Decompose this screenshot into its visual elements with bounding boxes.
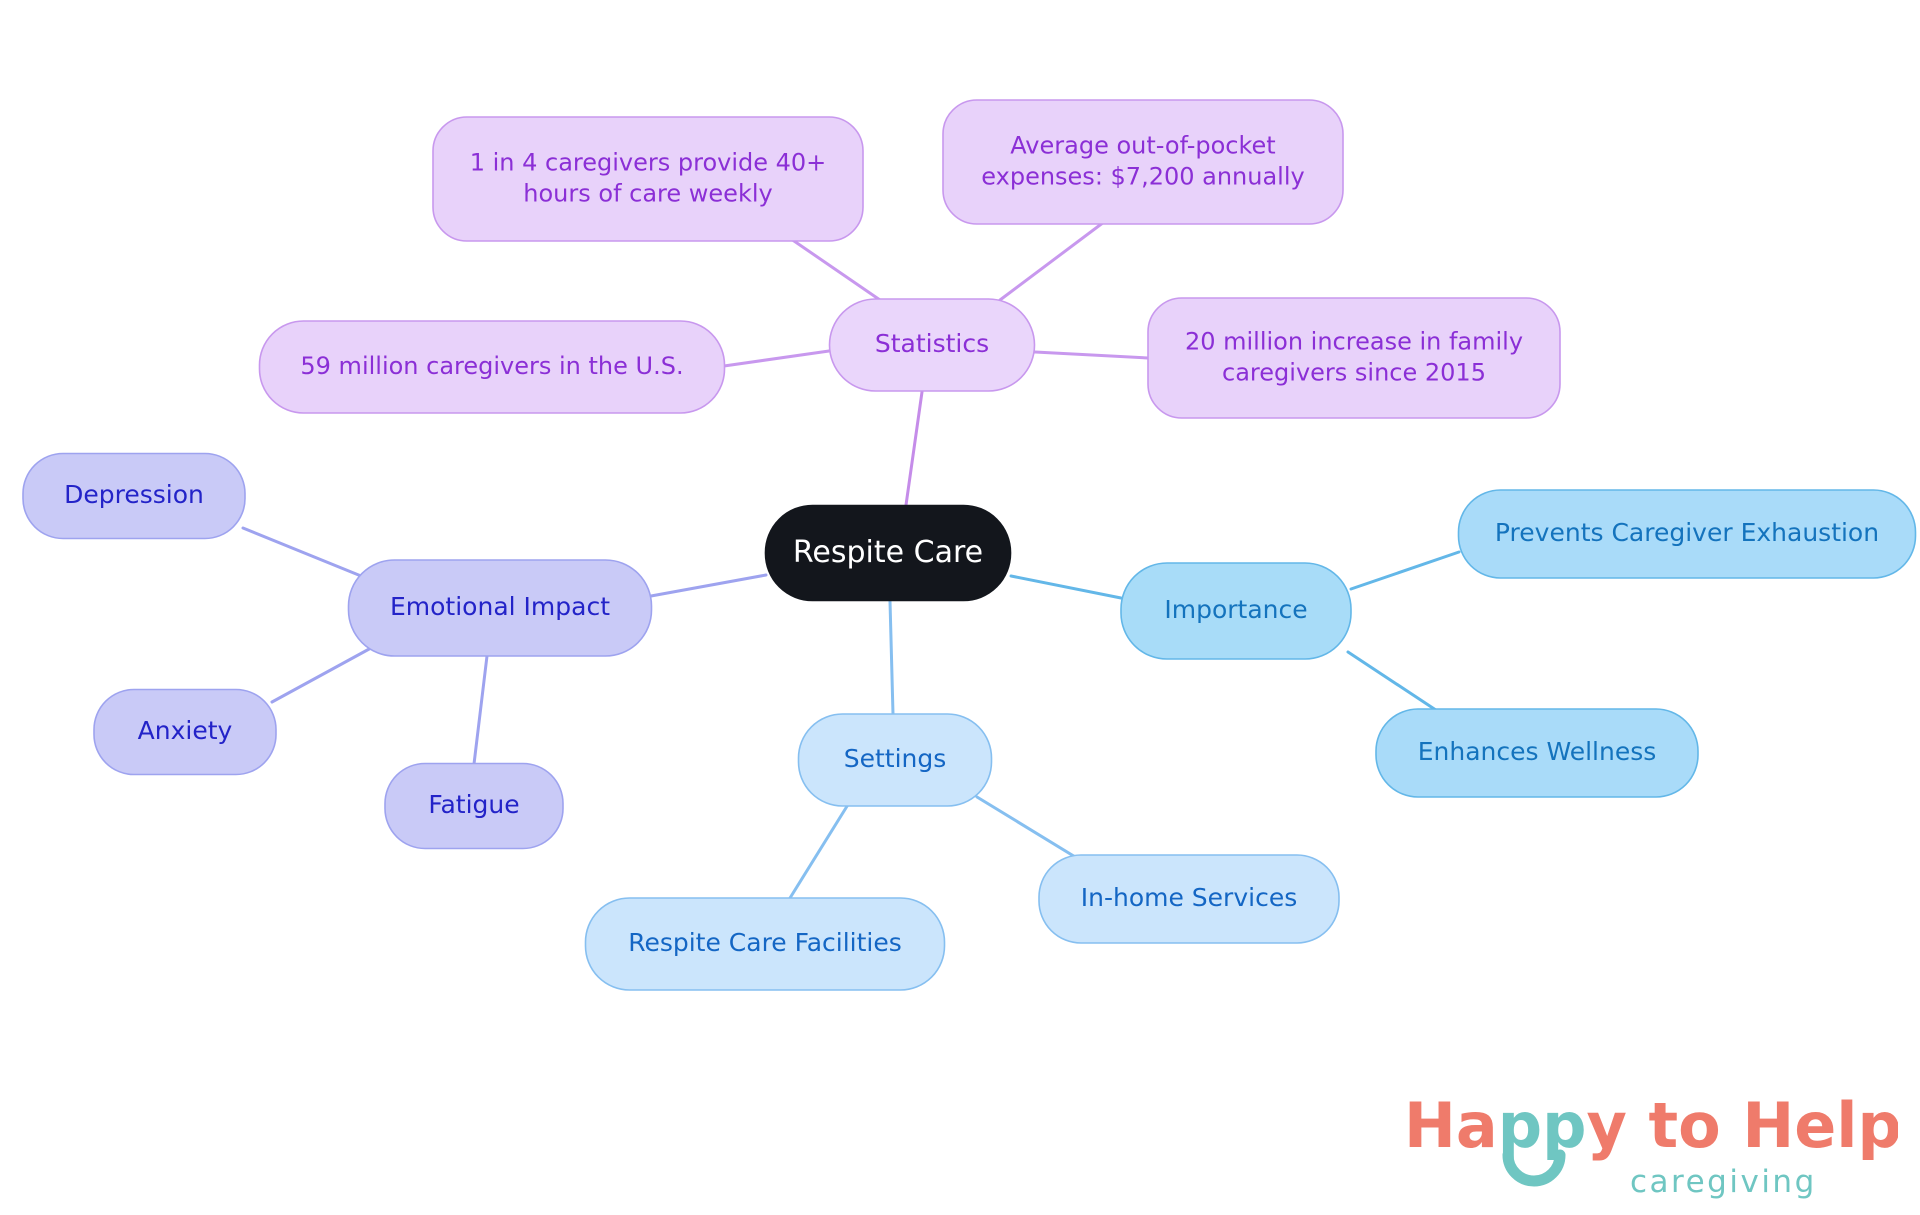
node-shape-enhances-wellness[interactable] — [1375, 708, 1699, 798]
node-shape-stat-59m[interactable] — [258, 320, 726, 414]
node-label-root: Respite Care — [793, 535, 983, 570]
node-stat-hours[interactable]: 1 in 4 caregivers provide 40+hours of ca… — [432, 116, 864, 242]
node-fatigue[interactable]: Fatigue — [384, 762, 564, 850]
node-label-stat-59m: 59 million caregivers in the U.S. — [300, 352, 683, 380]
node-shape-stat-hours[interactable] — [432, 116, 864, 242]
smile-arc-icon — [1502, 1149, 1566, 1187]
node-label-importance: Importance — [1164, 595, 1307, 624]
e-importance-prevents — [1349, 550, 1461, 591]
logo-tagline: caregiving — [1630, 1164, 1817, 1200]
node-shape-settings[interactable] — [797, 713, 993, 807]
node-shape-in-home[interactable] — [1038, 854, 1340, 944]
node-label-enhances-wellness: Enhances Wellness — [1418, 737, 1657, 766]
node-label-anxiety: Anxiety — [138, 716, 233, 745]
e-emotional-fatigue — [472, 654, 489, 766]
e-settings-facilities — [788, 801, 851, 900]
node-shape-prevents-exhaustion[interactable] — [1457, 489, 1917, 579]
node-label-emotional: Emotional Impact — [390, 592, 610, 621]
e-root-settings — [888, 599, 895, 716]
node-in-home[interactable]: In-home Services — [1038, 854, 1340, 944]
nodes-layer: Respite Care Statistics 1 in 4 caregivers … — [22, 99, 1917, 991]
node-anxiety[interactable]: Anxiety — [93, 688, 277, 776]
node-stat-59m[interactable]: 59 million caregivers in the U.S. — [258, 320, 726, 414]
e-statistics-expenses — [998, 220, 1106, 302]
node-shape-depression[interactable] — [22, 452, 246, 540]
edges-layer — [241, 220, 1461, 900]
node-label-stat-hours: 1 in 4 caregivers provide 40+hours of ca… — [470, 149, 827, 208]
e-settings-inhome — [975, 795, 1092, 868]
e-emotional-depression — [241, 526, 368, 580]
e-root-statistics — [904, 390, 924, 507]
node-importance[interactable]: Importance — [1120, 562, 1352, 660]
node-shape-facilities[interactable] — [584, 897, 946, 991]
node-shape-importance[interactable] — [1120, 562, 1352, 660]
logo-text-ha: Ha — [1404, 1089, 1498, 1162]
node-root[interactable]: Respite Care — [764, 504, 1012, 602]
node-emotional[interactable]: Emotional Impact — [347, 559, 653, 657]
e-root-emotional — [649, 573, 768, 598]
logo-wordmark: Happy to Help — [1404, 1089, 1898, 1162]
node-prevents-exhaustion[interactable]: Prevents Caregiver Exhaustion — [1457, 489, 1917, 579]
node-label-fatigue: Fatigue — [428, 790, 519, 819]
node-shape-statistics[interactable] — [828, 298, 1036, 392]
node-shape-anxiety[interactable] — [93, 688, 277, 776]
node-enhances-wellness[interactable]: Enhances Wellness — [1375, 708, 1699, 798]
e-statistics-20m — [1033, 350, 1150, 360]
node-settings[interactable]: Settings — [797, 713, 993, 807]
node-label-facilities: Respite Care Facilities — [628, 928, 902, 957]
node-label-statistics: Statistics — [875, 329, 989, 358]
node-shape-root[interactable] — [764, 504, 1012, 602]
e-statistics-59m — [722, 349, 831, 368]
logo-svg: Happy to Help caregiving — [1404, 1089, 1902, 1200]
node-label-settings: Settings — [844, 744, 947, 773]
logo-text-y-to-help: y to Help — [1587, 1089, 1899, 1162]
node-shape-stat-expenses[interactable] — [942, 99, 1344, 225]
node-facilities[interactable]: Respite Care Facilities — [584, 897, 946, 991]
node-shape-fatigue[interactable] — [384, 762, 564, 850]
logo-text-pp: pp — [1498, 1089, 1587, 1162]
node-label-prevents-exhaustion: Prevents Caregiver Exhaustion — [1495, 518, 1879, 547]
node-statistics[interactable]: Statistics — [828, 298, 1036, 392]
node-shape-stat-20m[interactable] — [1147, 297, 1561, 419]
node-shape-emotional[interactable] — [347, 559, 653, 657]
node-label-in-home: In-home Services — [1081, 883, 1297, 912]
e-emotional-anxiety — [270, 646, 373, 704]
e-root-importance — [1009, 574, 1123, 600]
happy-to-help-caregiving-logo: Happy to Help caregiving — [1398, 1077, 1902, 1207]
node-depression[interactable]: Depression — [22, 452, 246, 540]
node-label-depression: Depression — [64, 480, 204, 509]
